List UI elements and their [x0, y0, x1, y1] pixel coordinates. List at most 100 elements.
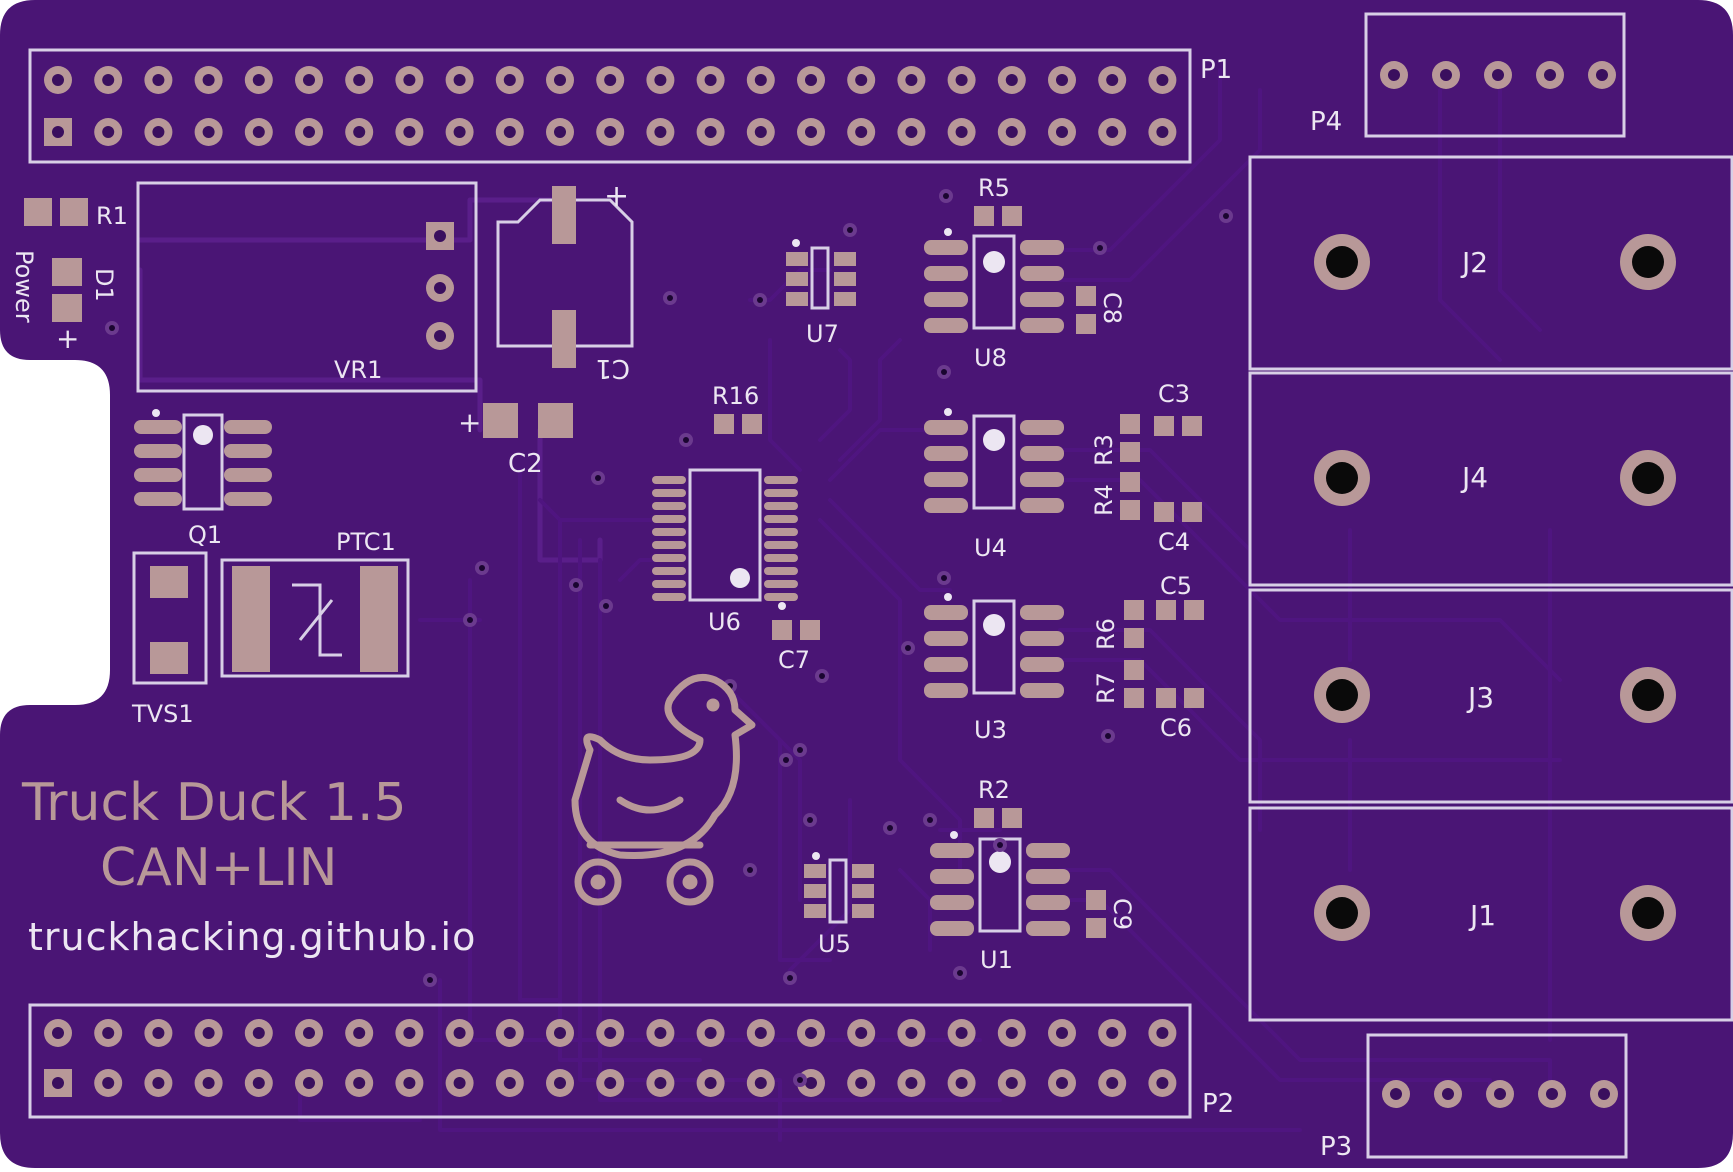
header-p1-pins	[44, 66, 1177, 146]
connector-p4-outline	[1364, 12, 1626, 138]
label-c8: C8	[1098, 292, 1126, 324]
capacitor-c9: C9	[1086, 890, 1136, 938]
label-r7: R7	[1092, 672, 1120, 704]
passives-u4: C3 C4 R3 R4	[1090, 380, 1202, 556]
u3-pin	[1020, 657, 1064, 672]
label-c6: C6	[1160, 714, 1192, 742]
resistor-r5: R5	[974, 174, 1022, 226]
c2-plus: +	[458, 406, 481, 439]
u8-pin	[924, 266, 968, 281]
connector-j2: J2	[1248, 155, 1733, 371]
label-u5: U5	[818, 930, 851, 958]
connector-j3-outline	[1248, 588, 1733, 804]
label-d1: D1	[90, 268, 118, 302]
u1-pin	[1026, 895, 1070, 910]
header-p2-pins	[44, 1019, 1177, 1097]
label-p2: P2	[1202, 1089, 1234, 1119]
u6-pin	[764, 593, 798, 601]
label-c7: C7	[778, 646, 810, 674]
u8-pin	[924, 240, 968, 255]
connector-j4: J4	[1248, 371, 1733, 587]
u4-pin	[924, 498, 968, 513]
u6-pin	[652, 593, 686, 601]
transistor-q1: Q1	[134, 409, 272, 549]
label-tvs1: TVS1	[131, 700, 194, 728]
u3-pin	[1020, 683, 1064, 698]
u1-pin	[930, 895, 974, 910]
u8-pin	[1020, 266, 1064, 281]
capacitor-c8: C8	[1076, 286, 1126, 334]
label-u6: U6	[708, 608, 741, 636]
label-power: Power	[10, 250, 38, 323]
board-title: Truck Duck 1.5	[21, 773, 407, 833]
u6-pin	[652, 476, 686, 484]
u3-pin	[1020, 605, 1064, 620]
resistor-r16: R16	[712, 382, 762, 434]
capacitor-c7: C7	[772, 620, 820, 674]
label-c3: C3	[1158, 380, 1190, 408]
label-j1: J1	[1468, 899, 1496, 932]
ic-u6: U6	[652, 468, 798, 636]
ic-u8: U8	[924, 228, 1064, 372]
u3-pin	[924, 605, 968, 620]
label-j4: J4	[1460, 461, 1488, 494]
label-r5: R5	[978, 174, 1010, 202]
resistor-r2: R2	[974, 776, 1022, 828]
u6-pin	[764, 502, 798, 510]
c1-plus: +	[604, 179, 629, 214]
u6-pin	[764, 580, 798, 588]
u4-pin	[924, 446, 968, 461]
u1-pin	[1026, 869, 1070, 884]
u6-pin	[652, 528, 686, 536]
label-u1: U1	[980, 946, 1013, 974]
label-p1: P1	[1200, 55, 1232, 85]
u3-pin	[924, 683, 968, 698]
fuse-ptc1: PTC1	[220, 528, 410, 678]
header-p2: P2	[28, 1003, 1234, 1119]
power-section: R1 D1 Power +	[10, 198, 128, 355]
vr1-outline	[136, 181, 478, 393]
label-r6: R6	[1092, 618, 1120, 650]
ic-u4: U4	[924, 408, 1064, 562]
label-p3: P3	[1320, 1132, 1352, 1162]
u6-pin	[652, 515, 686, 523]
label-j2: J2	[1460, 246, 1488, 279]
u6-pin	[764, 476, 798, 484]
label-j3: J3	[1466, 681, 1494, 714]
label-u4: U4	[974, 534, 1007, 562]
label-c5: C5	[1160, 572, 1192, 600]
u8-pin	[924, 318, 968, 333]
connector-j4-outline	[1248, 371, 1733, 587]
u3-pin	[924, 631, 968, 646]
u6-pin	[652, 567, 686, 575]
u4-pin	[924, 472, 968, 487]
connector-p3-outline	[1366, 1033, 1628, 1159]
connector-j2-outline	[1248, 155, 1733, 371]
u6-pin	[764, 567, 798, 575]
u8-pin	[1020, 240, 1064, 255]
db-connectors: J2 J4 J3 J1	[1248, 155, 1733, 1022]
label-vr1: VR1	[334, 356, 382, 384]
u4-pin	[1020, 472, 1064, 487]
u3-pin	[1020, 631, 1064, 646]
u1-pin	[1026, 843, 1070, 858]
header-p1: P1	[28, 48, 1232, 164]
u1-pin	[930, 921, 974, 936]
u1-pin	[930, 869, 974, 884]
vias	[105, 189, 1233, 1087]
label-u8: U8	[974, 344, 1007, 372]
label-q1: Q1	[188, 521, 222, 549]
label-p4: P4	[1310, 107, 1342, 137]
u4-pin	[1020, 446, 1064, 461]
ic-u1: U1	[930, 831, 1070, 974]
u6-pin	[764, 489, 798, 497]
r1-pad-1	[24, 198, 52, 226]
d1-pad-2	[52, 294, 82, 322]
capacitor-c1: + C1	[496, 179, 634, 383]
ic-u5: U5	[804, 852, 874, 958]
u1-pin	[1026, 921, 1070, 936]
connector-j3: J3	[1248, 588, 1733, 804]
